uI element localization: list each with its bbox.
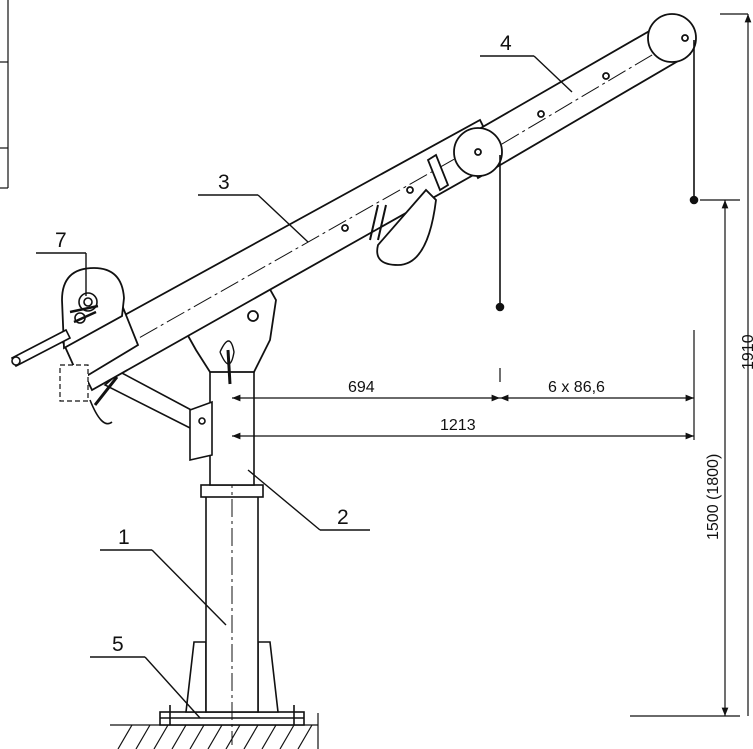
dimension-pitch: 6 x 86,6 xyxy=(548,379,605,396)
hook-rope-inner xyxy=(495,155,505,312)
dimension-lines-vertical xyxy=(630,13,752,717)
table-border-fragment xyxy=(0,0,9,189)
callout-5: 5 xyxy=(112,633,124,656)
rear-rod xyxy=(10,328,72,368)
dimension-height: 1500 (1800) xyxy=(705,454,722,540)
callout-7: 7 xyxy=(55,229,67,252)
hook-rope-tip xyxy=(689,40,699,205)
winch-drum xyxy=(69,292,99,324)
strut-arm xyxy=(89,371,213,462)
winch-housing xyxy=(59,267,140,402)
dimension-lines-horizontal xyxy=(232,330,695,440)
callout-4: 4 xyxy=(500,32,512,55)
dimension-1213: 1213 xyxy=(440,417,476,434)
column-upper xyxy=(209,364,255,486)
dimension-694: 694 xyxy=(348,379,375,396)
callout-3: 3 xyxy=(218,171,230,194)
callout-leaders xyxy=(36,55,573,719)
column-lower xyxy=(200,470,264,745)
callout-1: 1 xyxy=(118,526,130,549)
dimension-1910: 1910 xyxy=(740,334,753,370)
pulley-tip xyxy=(647,13,697,63)
boom-main xyxy=(68,118,502,392)
pulley-inner xyxy=(453,127,503,177)
callout-2: 2 xyxy=(337,506,349,529)
